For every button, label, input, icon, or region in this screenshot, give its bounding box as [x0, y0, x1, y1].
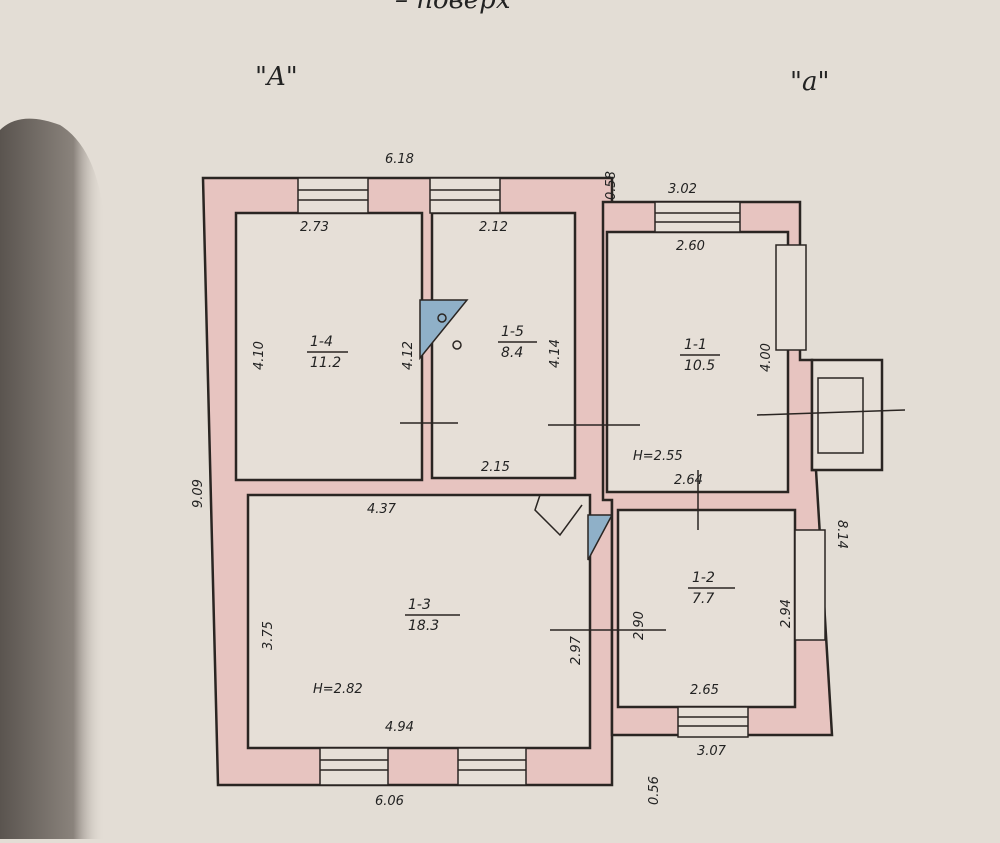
- section-mark-left: "A": [255, 62, 298, 92]
- dim-corridor-height: 2.90: [632, 611, 647, 640]
- window: [457, 747, 527, 786]
- dim-left-total-height: 9.09: [191, 479, 206, 508]
- window: [319, 747, 389, 786]
- dim-room14-height: 4.10: [252, 341, 267, 370]
- section-mark-right: "a": [790, 67, 829, 97]
- window: [794, 529, 826, 641]
- room-1-1-area: 10.5: [684, 358, 715, 374]
- dim-room15-width: 2.12: [479, 220, 508, 235]
- dim-bottom-right-total: 3.07: [697, 744, 727, 759]
- room-1-4-id: 1-4: [310, 334, 333, 350]
- dim-room15-height: 4.14: [548, 339, 563, 368]
- left-block: [201, 176, 614, 787]
- dim-room11-width: 2.60: [676, 239, 705, 254]
- dim-room12-bottom: 2.65: [690, 683, 719, 698]
- room-1-5-id: 1-5: [501, 324, 524, 340]
- ceiling-height-right: H=2.55: [633, 449, 683, 464]
- dim-gap-top: 0.58: [604, 171, 619, 200]
- dim-bottom-left-total: 6.06: [375, 794, 404, 809]
- dim-room13-right: 2.97: [569, 635, 584, 665]
- dim-room12-right: 2.94: [779, 599, 794, 628]
- dim-room11-bottom: 2.64: [674, 473, 703, 488]
- ceiling-height-left: H=2.82: [313, 682, 363, 697]
- room-1-2-area: 7.7: [692, 591, 714, 607]
- dim-right-total-height: 8.14: [834, 520, 849, 549]
- room-1-3-area: 18.3: [408, 618, 439, 634]
- window: [677, 706, 749, 738]
- room-1-4: [234, 211, 424, 482]
- dim-room13-top: 4.37: [367, 502, 397, 517]
- dim-room14-height-right: 4.12: [401, 341, 416, 370]
- dim-top-left-total: 6.18: [385, 152, 414, 167]
- window: [654, 201, 741, 233]
- stove-icon: [587, 514, 614, 561]
- floor-caption: – поверх: [395, 0, 511, 15]
- dim-room13-bottom: 4.94: [385, 720, 414, 735]
- room-1-2: [616, 508, 797, 709]
- dim-room11-height: 4.00: [759, 343, 774, 372]
- room-1-1-id: 1-1: [684, 337, 707, 353]
- section-lines: [307, 341, 906, 631]
- room-1-5: [430, 211, 577, 480]
- room-1-5-area: 8.4: [501, 345, 523, 361]
- stove-icon: [419, 299, 469, 361]
- window: [429, 177, 501, 214]
- dim-room14-width: 2.73: [300, 220, 329, 235]
- dim-gap-bottom: 0.56: [647, 776, 662, 805]
- room-1-3-id: 1-3: [408, 597, 431, 613]
- room-1-2-id: 1-2: [692, 570, 715, 586]
- room-1-4-area: 11.2: [310, 355, 341, 371]
- dim-room13-left: 3.75: [261, 621, 276, 650]
- window: [775, 244, 807, 351]
- photo-shadow: [0, 118, 105, 840]
- dim-top-right-total: 3.02: [668, 182, 697, 197]
- right-block: [601, 200, 884, 738]
- window: [297, 177, 369, 214]
- door-swing: [534, 494, 583, 537]
- dim-room15-bottom: 2.15: [481, 460, 510, 475]
- room-1-3: [246, 493, 592, 750]
